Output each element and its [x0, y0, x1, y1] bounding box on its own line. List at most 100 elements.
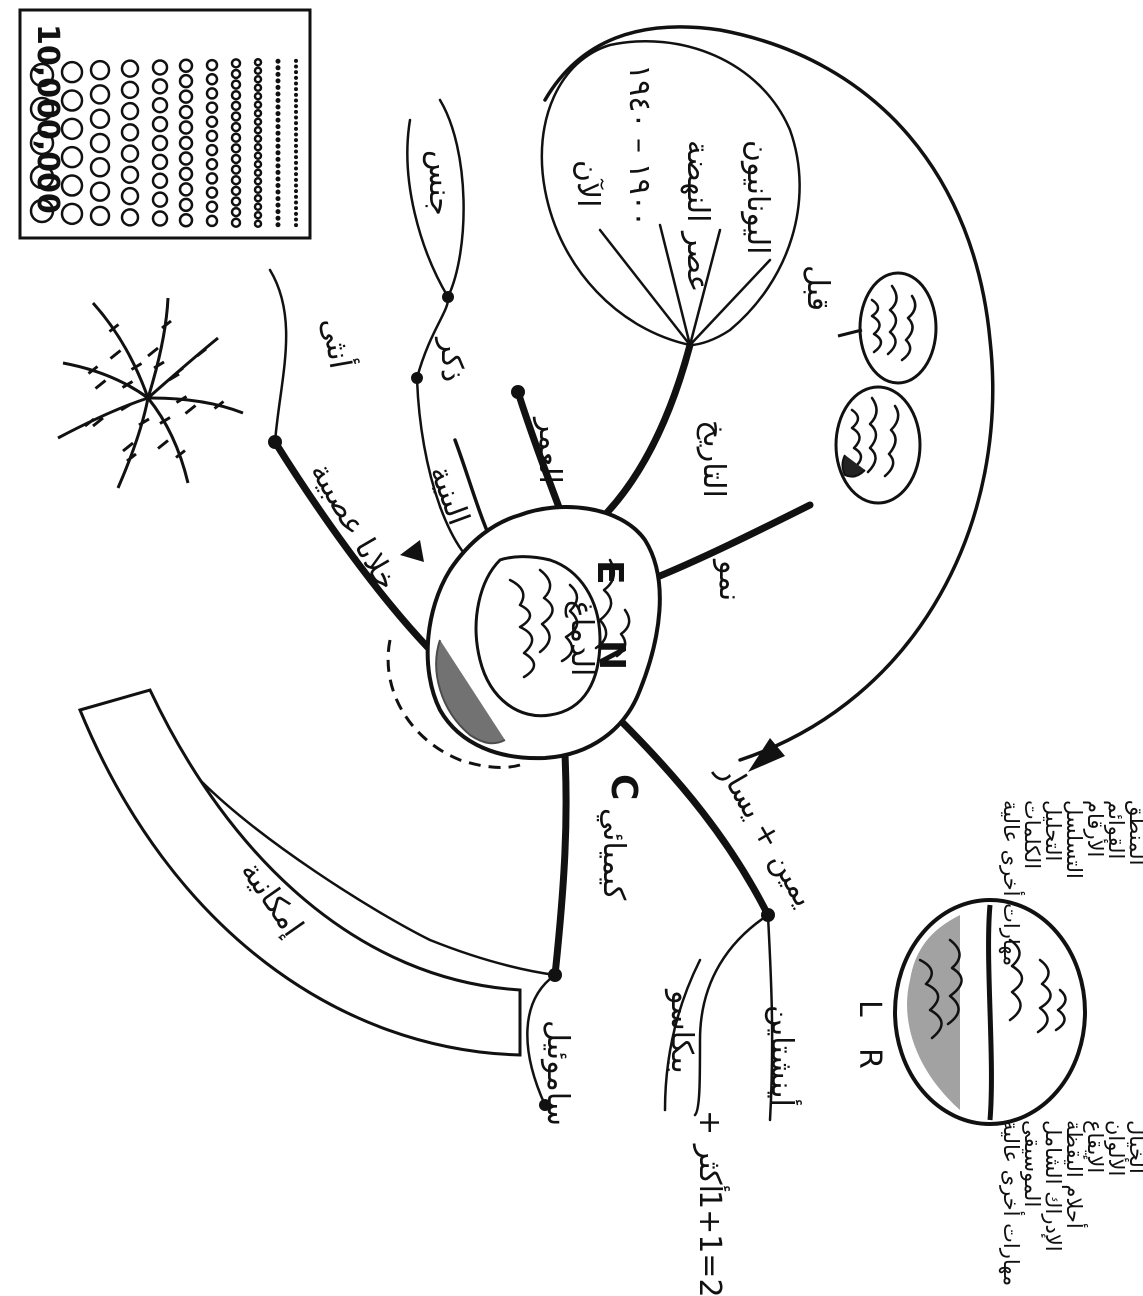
bead	[232, 123, 240, 131]
left-hemisphere-skills: المنطقالقوائمالأرقامالتسلسلالتحليلالكلما…	[999, 800, 1143, 966]
bead	[255, 195, 261, 201]
bead	[91, 85, 109, 103]
bead	[276, 105, 280, 109]
bead	[295, 110, 298, 113]
hemisphere-brain-icon	[895, 900, 1085, 1124]
left-right-label: يمين + يسار	[710, 755, 822, 913]
thistle-plant-icon	[58, 298, 243, 488]
bead	[255, 68, 261, 74]
bead	[295, 127, 298, 130]
center-glyph-e: E	[589, 560, 630, 585]
chemistry-label: كيميائي	[596, 808, 631, 901]
bead	[295, 190, 298, 193]
formula-2-label: + أكثر	[692, 1110, 731, 1193]
bead	[295, 156, 298, 159]
thistle-leaf	[118, 398, 149, 488]
bead	[255, 110, 261, 116]
bead	[255, 144, 261, 150]
bead	[122, 124, 138, 140]
bead	[295, 173, 298, 176]
bead	[91, 134, 109, 152]
bead	[295, 207, 298, 210]
bead	[295, 88, 298, 91]
bead	[232, 81, 240, 89]
bead	[232, 134, 240, 142]
bead	[276, 223, 280, 227]
neurons-arrow-icon	[400, 540, 424, 562]
bead	[276, 203, 280, 207]
bead	[295, 82, 298, 85]
structure-label: البنية	[422, 461, 476, 530]
bead	[295, 99, 298, 102]
bead	[122, 188, 138, 204]
bead	[276, 92, 280, 96]
center-label: الدماغ	[564, 600, 599, 676]
history-label: التاريخ	[696, 420, 731, 498]
bead	[232, 176, 240, 184]
bead	[276, 210, 280, 214]
bead	[276, 144, 280, 148]
bead	[153, 212, 167, 226]
bead	[276, 190, 280, 194]
bead	[295, 76, 298, 79]
bead	[91, 110, 109, 128]
bead	[255, 93, 261, 99]
bead	[295, 116, 298, 119]
bead	[232, 144, 240, 152]
bead	[153, 79, 167, 93]
bead	[276, 157, 280, 161]
bead	[295, 178, 298, 181]
bead	[91, 158, 109, 176]
right-hemisphere-tag: R	[852, 1048, 887, 1069]
bead	[232, 70, 240, 78]
bead	[232, 197, 240, 205]
bead	[91, 207, 109, 225]
bead	[295, 212, 298, 215]
bead	[255, 59, 261, 65]
bead	[232, 208, 240, 216]
bead	[122, 103, 138, 119]
sex-male-label: ذكر	[434, 336, 469, 382]
bead	[276, 112, 280, 116]
bead	[276, 184, 280, 188]
bead	[153, 174, 167, 188]
left-hemisphere-tag: L	[852, 1000, 887, 1017]
bead	[276, 125, 280, 129]
sex-label: جنس	[422, 150, 457, 216]
bead	[91, 61, 109, 79]
bead	[207, 145, 217, 155]
thistle-leaf	[148, 298, 171, 398]
neurons-label: خلايا عصبية	[303, 457, 404, 597]
thistle-leaf	[58, 398, 148, 438]
bead	[276, 151, 280, 155]
bead	[232, 59, 240, 67]
bead	[255, 187, 261, 193]
bead	[153, 60, 167, 74]
bead	[255, 221, 261, 227]
history-item-greeks: اليونانيون	[740, 140, 775, 254]
history-sub-before: قبل	[800, 265, 835, 311]
bead	[276, 138, 280, 142]
bead	[276, 99, 280, 103]
bead	[153, 193, 167, 207]
bead	[232, 91, 240, 99]
bead	[276, 59, 280, 63]
bead	[295, 218, 298, 221]
bead	[207, 188, 217, 198]
bead	[122, 146, 138, 162]
bead	[255, 127, 261, 133]
growth-label: نمو	[712, 558, 747, 601]
thistle-leaf	[148, 338, 218, 398]
bead	[232, 102, 240, 110]
small-brain-top-icon	[838, 273, 936, 383]
bead	[255, 161, 261, 167]
bead	[207, 88, 217, 98]
bead	[276, 164, 280, 168]
bead	[276, 170, 280, 174]
bead	[255, 178, 261, 184]
bead	[153, 117, 167, 131]
bead	[255, 85, 261, 91]
bead	[207, 159, 217, 169]
bead	[180, 91, 192, 103]
